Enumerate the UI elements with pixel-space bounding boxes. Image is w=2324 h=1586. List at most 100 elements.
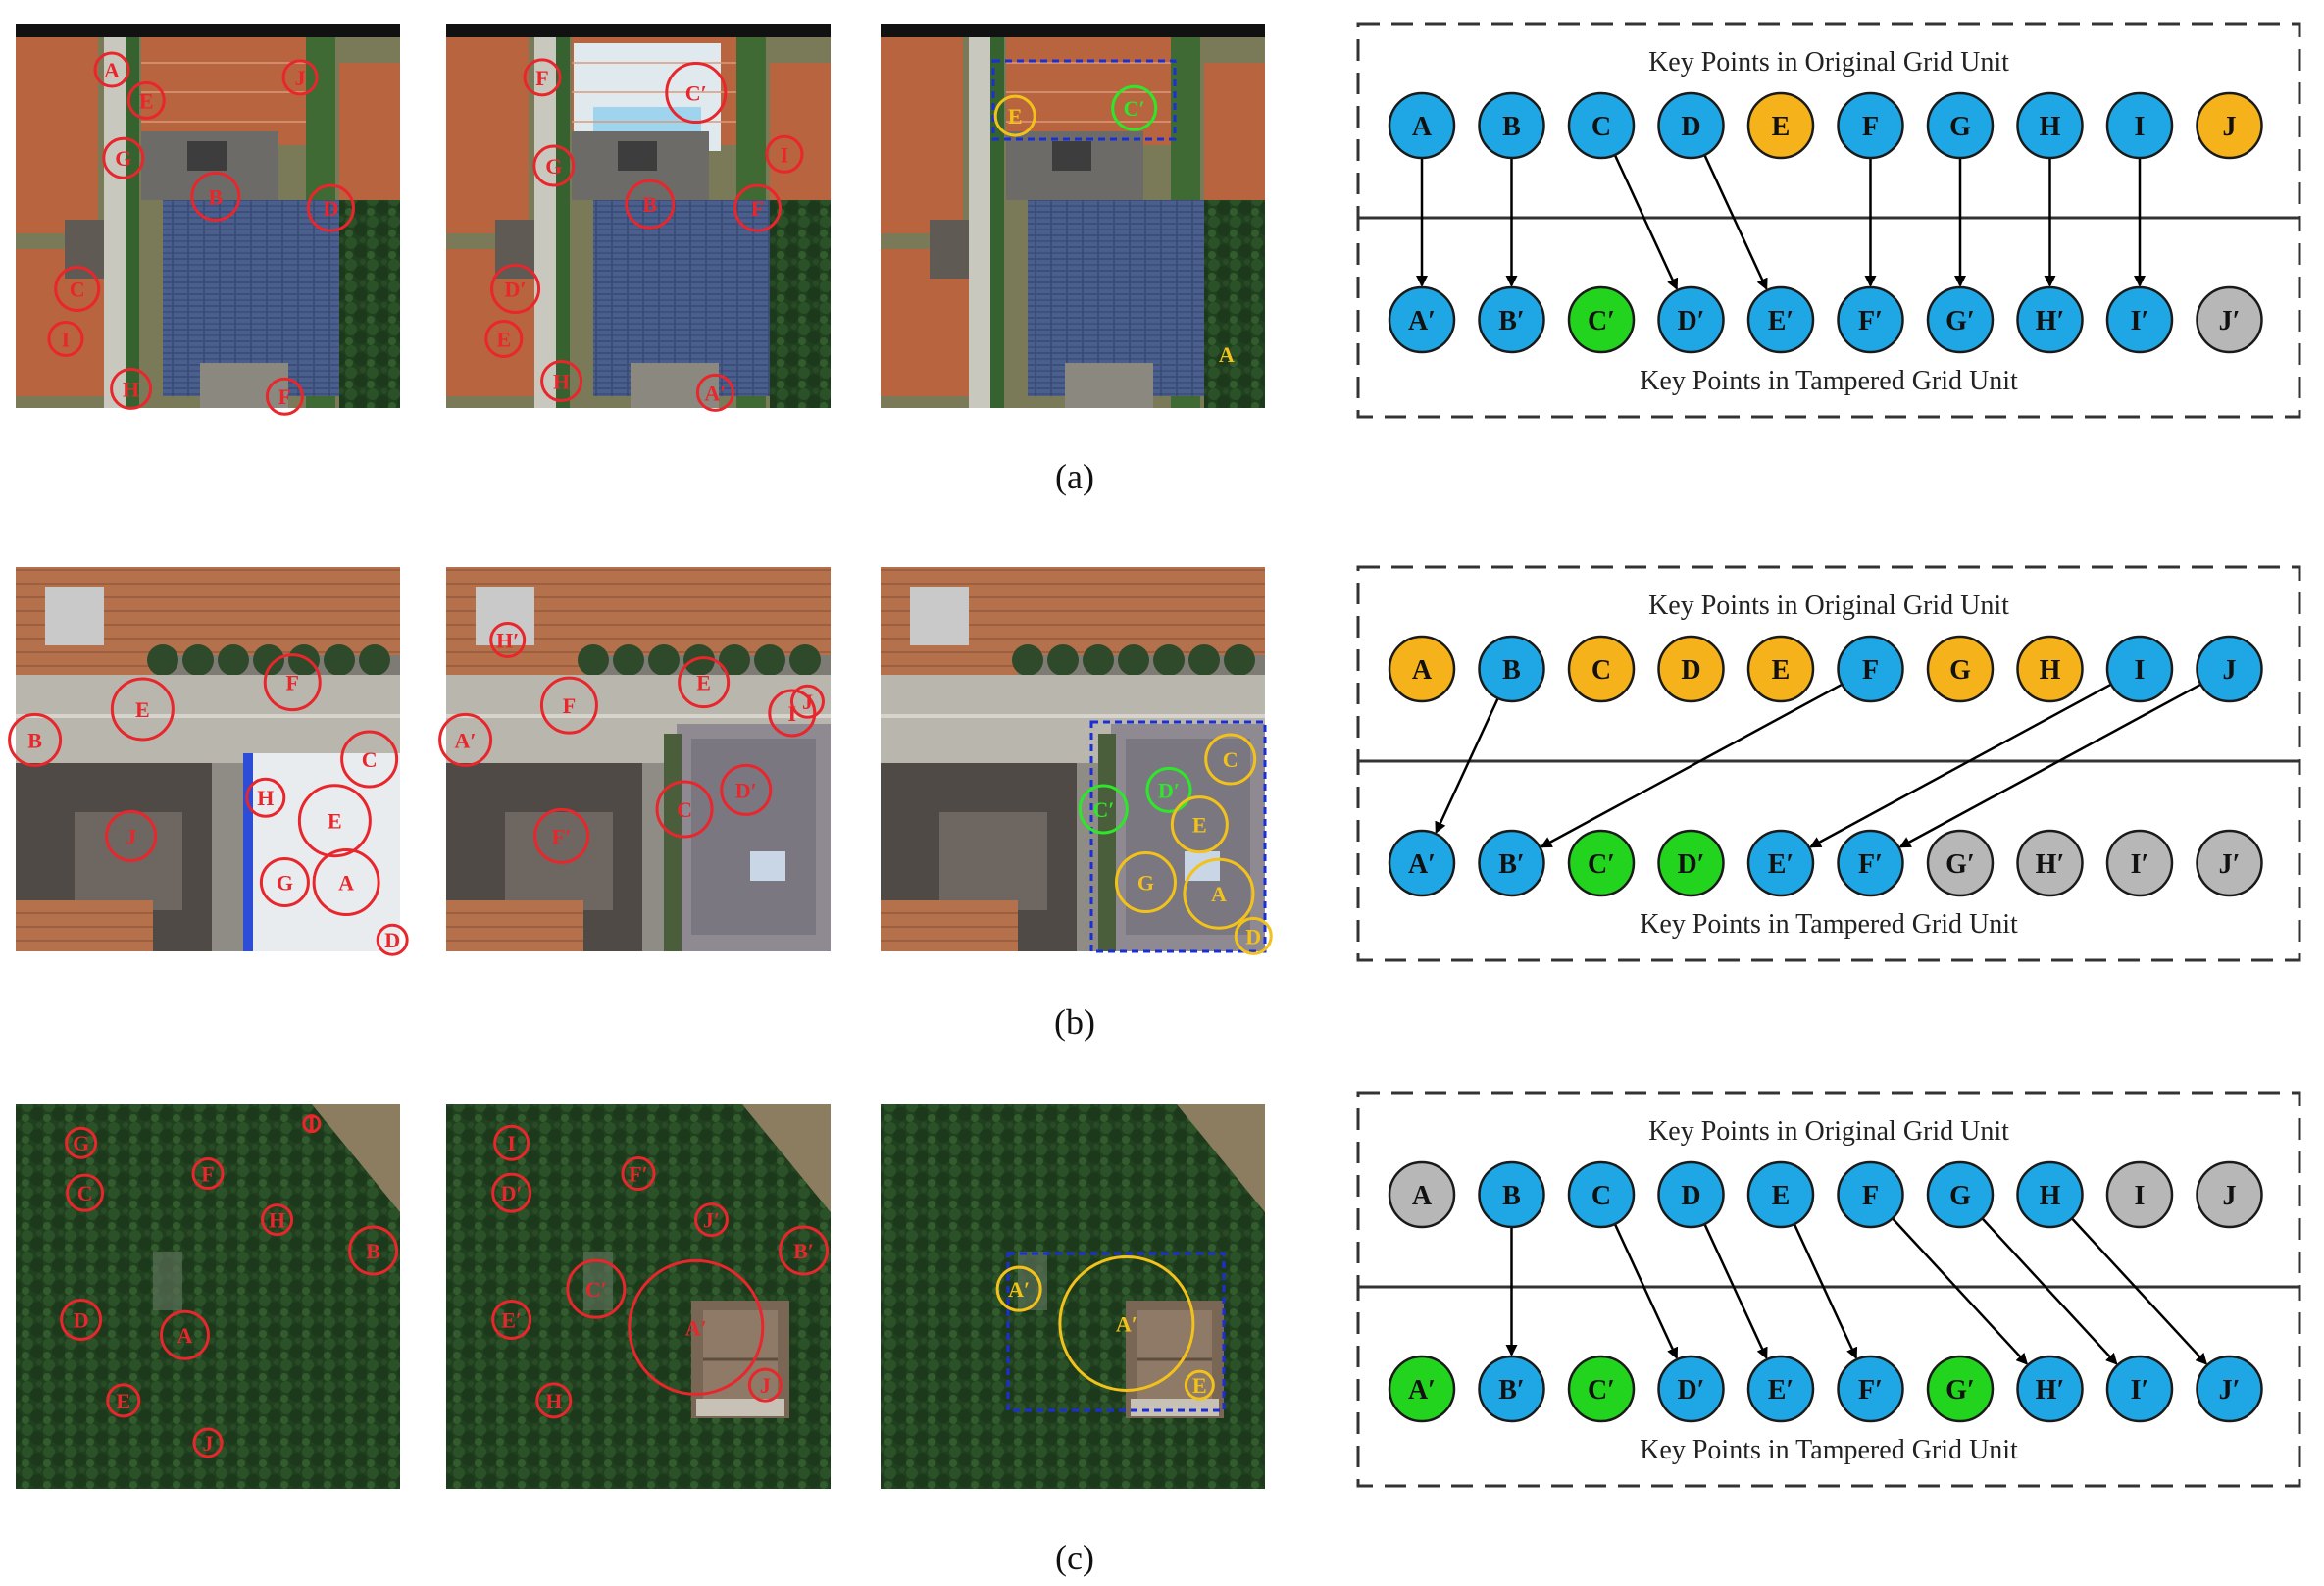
keypoint-marker: E bbox=[1170, 795, 1229, 854]
keypoint-marker-label: C bbox=[70, 277, 85, 301]
original-keypoint-node: G bbox=[1926, 1160, 1995, 1229]
tampered-keypoint-node: E′ bbox=[1746, 1355, 1815, 1423]
keypoint-marker-label: A bbox=[177, 1323, 193, 1348]
original-keypoint-node: D bbox=[1657, 91, 1725, 160]
original-keypoint-node: J bbox=[2196, 91, 2263, 160]
tampered-keypoint-node: B′ bbox=[1478, 285, 1545, 354]
keypoint-marker: D′ bbox=[720, 763, 773, 816]
keypoint-marker: E bbox=[126, 80, 166, 120]
keypoint-marker-label: J′ bbox=[703, 1208, 720, 1233]
keypoint-marker: E bbox=[106, 1383, 141, 1418]
tampered-keypoint-node: F′ bbox=[1837, 1355, 1904, 1423]
keypoint-marker: D bbox=[1234, 916, 1273, 955]
keypoint-marker: G bbox=[65, 1126, 98, 1159]
keypoint-node-label: D bbox=[1681, 112, 1700, 142]
original-keypoint-node: G bbox=[1926, 635, 1995, 703]
match-arrow bbox=[1793, 1223, 1858, 1360]
tampered-grid-box bbox=[1356, 1285, 2301, 1488]
keypoint-marker-label: F bbox=[201, 1162, 214, 1187]
keypoint-marker: F bbox=[265, 377, 304, 416]
keypoint-node-label: H bbox=[2040, 1181, 2061, 1211]
tampered-keypoint-node: C′ bbox=[1567, 1355, 1636, 1423]
keypoint-node-label: F′ bbox=[1858, 849, 1883, 880]
keypoint-node-label: E′ bbox=[1768, 849, 1794, 880]
original-keypoint-node: H bbox=[2016, 91, 2084, 160]
keypoint-marker-label: D bbox=[323, 196, 338, 221]
tampered-keypoint-node: E′ bbox=[1746, 829, 1815, 897]
tampered-keypoint-node: H′ bbox=[2016, 1355, 2084, 1423]
keypoint-node-label: H bbox=[2040, 655, 2061, 686]
keypoint-node-label: E′ bbox=[1768, 306, 1794, 336]
tampered-keypoint-node: J′ bbox=[2196, 285, 2263, 354]
keypoint-marker: I bbox=[47, 320, 84, 357]
keypoint-node-label: C bbox=[1591, 112, 1611, 142]
keypoint-marker: B bbox=[625, 179, 676, 230]
keypoint-node-label: I bbox=[2135, 1181, 2146, 1211]
tampered-keypoint-node: F′ bbox=[1837, 829, 1904, 897]
tampered-keypoint-node: A′ bbox=[1388, 829, 1456, 897]
keypoint-marker: A′ bbox=[628, 1258, 765, 1396]
keypoint-marker: F bbox=[733, 183, 783, 232]
keypoint-marker: B bbox=[348, 1225, 399, 1276]
tampered-keypoint-node: A′ bbox=[1388, 1355, 1456, 1423]
keypoint-marker-label: E bbox=[135, 697, 150, 722]
keypoint-marker-label: J bbox=[802, 690, 813, 714]
keypoint-marker: E bbox=[1184, 1369, 1215, 1401]
keypoint-marker-label: C′ bbox=[1092, 797, 1114, 822]
original-keypoint-node: I bbox=[2105, 635, 2174, 703]
keypoint-marker-label: I bbox=[62, 327, 71, 351]
tampered-keypoint-node: G′ bbox=[1926, 1355, 1995, 1423]
keypoint-marker-label: H bbox=[269, 1208, 285, 1233]
keypoint-node-label: A bbox=[1412, 1181, 1433, 1211]
tampered-keypoint-node: F′ bbox=[1837, 285, 1904, 354]
keypoint-marker-label: E bbox=[1008, 104, 1023, 128]
keypoint-marker: C bbox=[340, 730, 399, 789]
keypoint-marker: H bbox=[110, 367, 153, 410]
keypoint-marker: J bbox=[789, 684, 825, 719]
original-keypoint-node: F bbox=[1837, 91, 1904, 160]
keypoint-marker: D′ bbox=[1145, 766, 1192, 813]
panel-caption-b: (b) bbox=[1054, 1002, 1095, 1042]
match-arrow bbox=[1898, 683, 2202, 848]
keypoint-node-label: D′ bbox=[1677, 1375, 1704, 1406]
keypoint-marker-label: A′ bbox=[704, 381, 726, 405]
match-arrow bbox=[1435, 697, 1499, 835]
original-keypoint-node: B bbox=[1478, 91, 1545, 160]
keypoint-node-label: E bbox=[1772, 655, 1791, 686]
tampered-grid-title: Key Points in Tampered Grid Unit bbox=[1640, 1435, 2018, 1465]
keypoint-marker-label: A′ bbox=[1116, 1311, 1137, 1336]
keypoint-marker-label: F bbox=[751, 196, 764, 221]
keypoint-marker: C bbox=[655, 780, 714, 839]
keypoint-marker: F bbox=[523, 58, 562, 97]
keypoint-node-label: C′ bbox=[1588, 849, 1615, 880]
keypoint-node-label: B bbox=[1502, 112, 1521, 142]
keypoint-marker: C bbox=[66, 1173, 105, 1212]
keypoint-node-label: I′ bbox=[2131, 306, 2149, 336]
keypoint-marker-label: G bbox=[115, 146, 131, 171]
keypoint-marker: H bbox=[261, 1203, 294, 1237]
keypoint-marker-label: B bbox=[208, 184, 223, 209]
keypoint-marker: H bbox=[535, 1382, 573, 1419]
original-keypoint-node: D bbox=[1657, 1160, 1725, 1229]
keypoint-marker: C′ bbox=[1111, 84, 1158, 131]
keypoint-node-label: J′ bbox=[2219, 306, 2241, 336]
keypoint-node-label: C bbox=[1591, 1181, 1611, 1211]
keypoint-node-label: G′ bbox=[1945, 1375, 1975, 1406]
match-arrow bbox=[1613, 1223, 1679, 1360]
tampered-keypoint-node: I′ bbox=[2105, 829, 2174, 897]
original-keypoint-node: H bbox=[2016, 635, 2084, 703]
keypoint-marker: C′ bbox=[665, 62, 728, 125]
photo-c-tampered: ID′F′J′B′C′E′A′JH bbox=[446, 1104, 831, 1489]
keypoint-marker: I bbox=[493, 1124, 530, 1161]
keypoint-marker-label: F bbox=[535, 66, 548, 90]
keypoint-marker-label: C bbox=[1223, 747, 1238, 772]
keypoint-marker-label: A′ bbox=[685, 1315, 707, 1340]
keypoint-marker: D bbox=[376, 923, 409, 956]
keypoint-marker: D′ bbox=[491, 1172, 532, 1213]
